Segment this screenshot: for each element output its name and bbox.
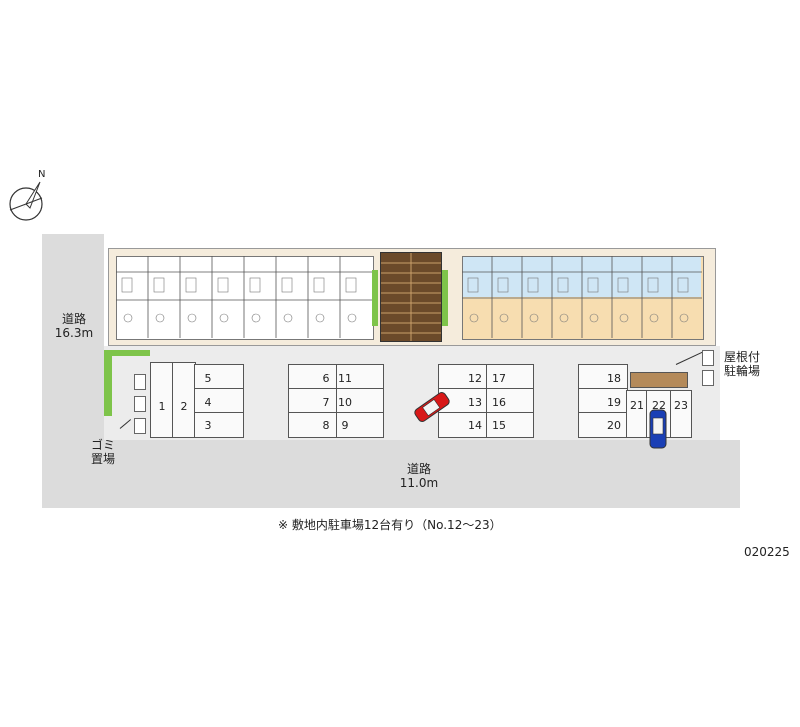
parking-block-3-5: 5 4 3: [194, 364, 244, 438]
parking-number-4: 4: [204, 396, 212, 409]
parking-number-3: 3: [204, 419, 212, 432]
parking-number-1: 1: [158, 400, 166, 413]
green-strip-west-horizontal: [104, 350, 150, 356]
compass-north-label: N: [38, 169, 46, 180]
parking-stall-1: 1: [150, 362, 174, 438]
bike-parking-marker-1: [702, 350, 714, 366]
parking-number-12: 12: [468, 372, 482, 385]
parking-number-6: 6: [322, 372, 330, 385]
parking-number-23: 23: [674, 399, 688, 412]
parking-number-21: 21: [630, 399, 644, 412]
green-strip-left: [372, 270, 378, 326]
garbage-area-label: ゴミ 置場: [82, 438, 124, 466]
parking-stall-21: 21: [626, 390, 648, 438]
parking-stall-23: 23: [670, 390, 692, 438]
parking-number-13: 13: [468, 396, 482, 409]
south-road-label-line2: 11.0m: [399, 476, 439, 490]
garbage-area-label-line2: 置場: [90, 452, 115, 466]
parking-number-17: 17: [492, 372, 506, 385]
parking-number-11: 11: [338, 372, 352, 385]
parking-number-14: 14: [468, 419, 482, 432]
parking-number-2: 2: [180, 400, 188, 413]
parking-number-20: 20: [607, 419, 621, 432]
compass-rose: N: [2, 169, 58, 226]
parking-number-7: 7: [322, 396, 330, 409]
stairs-icon: [381, 253, 441, 341]
parking-number-5: 5: [204, 372, 212, 385]
bike-parking-label-line1: 屋根付: [724, 350, 761, 364]
parking-number-18: 18: [607, 372, 621, 385]
parking-number-22: 22: [652, 399, 666, 412]
parking-number-15: 15: [492, 419, 506, 432]
bike-parking-marker-2: [702, 370, 714, 386]
garbage-bin-1: [134, 374, 146, 390]
parking-number-9: 9: [341, 419, 349, 432]
bike-parking-label: 屋根付 駐輪場: [724, 350, 760, 378]
garbage-bin-2: [134, 396, 146, 412]
green-strip-right: [442, 270, 448, 326]
west-road-label: 道路 16.3m: [52, 312, 96, 340]
blue-car-icon: [649, 409, 667, 449]
bike-parking-label-line2: 駐輪場: [724, 364, 761, 378]
garbage-bin-3: [134, 418, 146, 434]
stairwell: [380, 252, 442, 342]
image-code: 020225: [744, 545, 790, 559]
south-road: [42, 440, 740, 508]
east-wing-floorplan: [462, 256, 702, 338]
red-car-icon: [414, 392, 450, 422]
west-road-label-line2: 16.3m: [54, 326, 94, 340]
footer-note: ※ 敷地内駐車場12台有り（No.12〜23）: [278, 518, 502, 532]
parking-stall-2: 2: [172, 362, 196, 438]
covered-bike-parking: [630, 372, 688, 388]
building-west-wing: [116, 256, 374, 340]
west-road-label-line1: 道路: [61, 312, 86, 326]
parking-block-6-11: 6 7 8 11 10 9: [288, 364, 384, 438]
parking-block-12-17: 12 13 14 17 16 15: [438, 364, 534, 438]
compass-icon: [9, 181, 43, 221]
parking-number-10: 10: [338, 396, 352, 409]
garbage-area-label-line1: ゴミ: [90, 438, 115, 452]
west-wing-floorplan: [116, 256, 372, 338]
parking-number-16: 16: [492, 396, 506, 409]
green-strip-west-vertical: [104, 350, 112, 416]
south-road-label: 道路 11.0m: [392, 462, 446, 490]
parking-number-8: 8: [322, 419, 330, 432]
parking-block-18-20: 18 19 20: [578, 364, 628, 438]
south-road-label-line1: 道路: [406, 462, 431, 476]
parking-number-19: 19: [607, 396, 621, 409]
